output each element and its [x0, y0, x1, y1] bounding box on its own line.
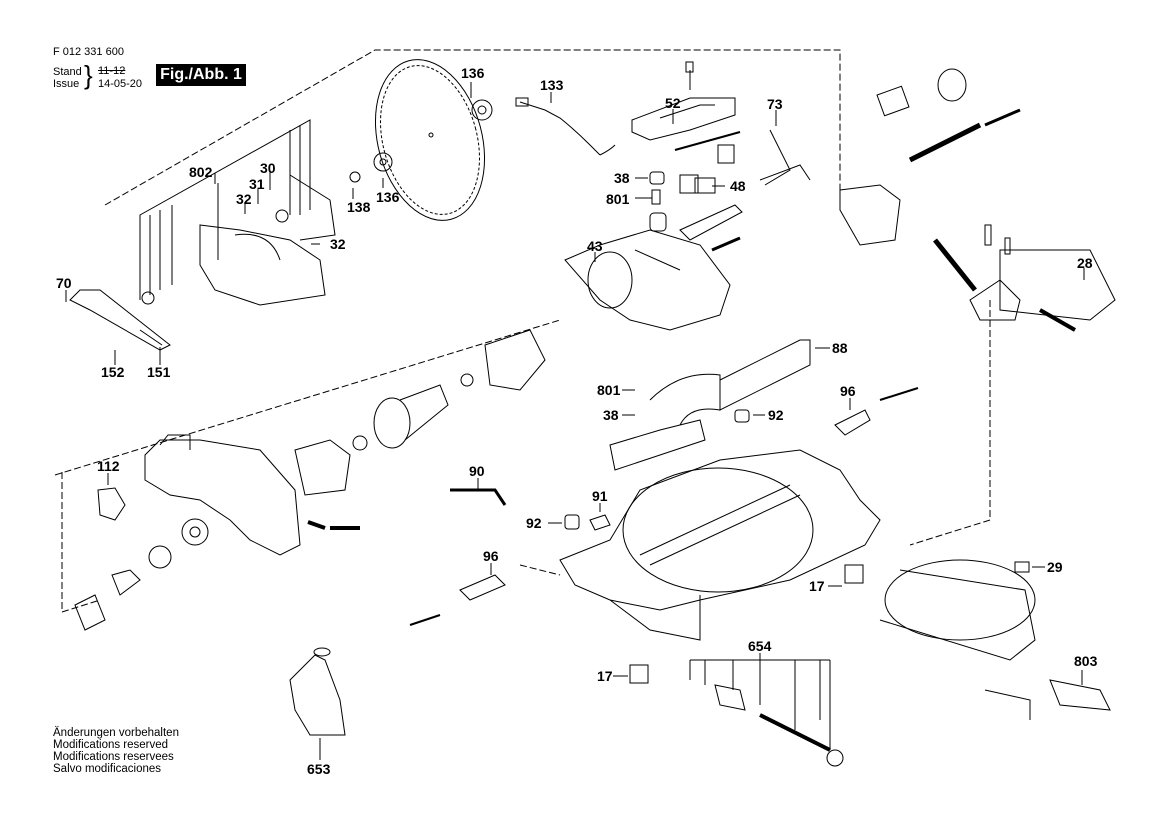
foot-17a-icon: [844, 564, 864, 584]
bracket-654-icon: [714, 684, 746, 711]
lever-151-icon: [69, 289, 171, 351]
plate-29-icon: [1014, 561, 1030, 573]
brace-icon: }: [84, 60, 93, 90]
fence-28-icon: [999, 249, 1116, 321]
spindle-icon: [111, 569, 141, 596]
part-label-112: 112: [97, 458, 120, 474]
part-label-136: 136: [376, 189, 400, 205]
part-label-92: 92: [768, 407, 784, 423]
turntable-icon: [884, 559, 1036, 641]
part-label-803: 803: [1074, 653, 1098, 669]
armature-icon: [373, 397, 411, 449]
figure-label: Fig./Abb. 1: [156, 64, 246, 86]
power-cord-icon: [519, 101, 601, 156]
knob-73-icon: [764, 129, 791, 186]
part-label-29: 29: [1047, 559, 1063, 575]
part-label-52: 52: [665, 95, 681, 111]
part-label-138: 138: [347, 199, 371, 215]
flange-136a-icon: [471, 99, 493, 121]
hex-key-90-icon: [450, 488, 507, 506]
part-label-133: 133: [540, 77, 564, 93]
part-label-136: 136: [461, 65, 485, 81]
issue-date: 14-05-20: [98, 78, 143, 90]
lower-guard-icon: [144, 439, 301, 556]
old-stand-date: 11-12: [98, 65, 126, 77]
notice-line-en: Modifications reserved: [53, 739, 169, 751]
part-label-43: 43: [587, 238, 603, 254]
knob-92a-icon: [734, 409, 750, 423]
foot-17b-icon: [629, 664, 649, 684]
scale-88-icon: [719, 339, 811, 411]
cap-38-icon: [649, 171, 665, 185]
part-label-92: 92: [526, 515, 542, 531]
handle-bottom-icon: [679, 204, 743, 241]
pivot-bracket-icon: [839, 184, 901, 246]
part-label-32: 32: [236, 191, 252, 207]
gear-icon: [181, 518, 209, 546]
dust-bag-653-icon: [289, 654, 346, 736]
blade-guard-icon: [199, 224, 326, 306]
part-label-28: 28: [1077, 255, 1093, 271]
part-label-91: 91: [592, 488, 608, 504]
part-label-17: 17: [597, 668, 613, 684]
part-label-151: 151: [147, 364, 171, 380]
part-label-802: 802: [189, 164, 213, 180]
part-label-73: 73: [767, 96, 783, 112]
part-label-90: 90: [469, 463, 485, 479]
assembly-outline-mid: [54, 319, 561, 476]
part-label-38: 38: [614, 170, 630, 186]
assembly-outline-right: [909, 300, 991, 546]
assembly-outline-top: [104, 49, 841, 206]
flange-136b-icon: [373, 152, 393, 172]
part-label-801: 801: [606, 191, 630, 207]
part-label-801: 801: [597, 382, 621, 398]
clip-91-icon: [589, 514, 611, 531]
motor-housing-43-icon: [564, 229, 731, 331]
part-label-96: 96: [483, 548, 499, 564]
clamp-96a-icon: [834, 409, 871, 436]
handle-803-icon: [1049, 679, 1111, 711]
brush-holder-icon: [294, 439, 351, 496]
knob-92b-icon: [564, 514, 580, 530]
modifications-notice: Änderungen vorbehalten Modifications res…: [53, 727, 179, 775]
part-label-38: 38: [603, 407, 619, 423]
switch-icon: [679, 174, 699, 194]
part-label-88: 88: [832, 340, 848, 356]
part-label-654: 654: [748, 638, 772, 654]
notice-line-de: Änderungen vorbehalten: [53, 727, 179, 739]
part-number: F 012 331 600: [53, 46, 124, 58]
assembly-outline-left: [61, 472, 101, 613]
part-label-653: 653: [307, 761, 331, 777]
part-label-152: 152: [101, 364, 125, 380]
bevel-bracket-icon: [609, 419, 706, 471]
part-label-70: 70: [56, 275, 72, 291]
adapter-112-icon: [97, 487, 126, 521]
base-icon: [559, 449, 881, 611]
part-label-32: 32: [330, 236, 346, 252]
stand-label: Stand: [53, 66, 82, 78]
screw-138-icon: [349, 171, 361, 183]
part-label-48: 48: [730, 178, 746, 194]
issue-label: Issue: [53, 78, 80, 90]
field-stator-icon: [484, 329, 546, 391]
part-label-30: 30: [260, 160, 276, 176]
clamp-96b-icon: [459, 574, 506, 601]
notice-line-es: Salvo modificaciones: [53, 763, 162, 775]
handle-52-icon: [631, 97, 736, 141]
part-label-17: 17: [809, 578, 825, 594]
bearing-icon: [148, 545, 172, 569]
spring-801-icon: [651, 189, 661, 205]
cover-plate-icon: [74, 594, 106, 631]
notice-line-fr: Modifications reservees: [53, 751, 174, 763]
part-label-31: 31: [249, 176, 265, 192]
spring-icon: [937, 68, 967, 102]
part-label-96: 96: [840, 383, 856, 399]
